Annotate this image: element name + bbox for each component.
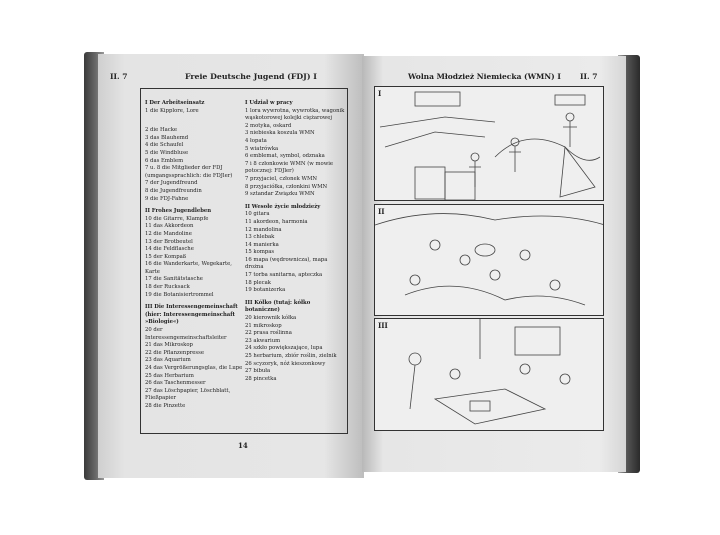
illustration-panel-work: I bbox=[374, 86, 604, 201]
section-heading: I Der Arbeitseinsatz bbox=[145, 100, 205, 106]
vocabulary-entry: 16 mapa (wędrownicza), mapa drożna bbox=[245, 256, 330, 271]
section-heading: III Die Interessengemeinschaft (hier: In… bbox=[145, 304, 240, 326]
section-heading: II Frohes Jugendleben bbox=[145, 208, 212, 215]
vocabulary-entry: 11 das Akkordeon bbox=[145, 223, 194, 230]
vocabulary-entry: 1 die Kipplore, Lore bbox=[145, 107, 199, 114]
vocabulary-entry: 9 die FDJ-Fahne bbox=[145, 195, 189, 202]
section-heading: III Kółko (tutaj: kółko botaniczne) bbox=[245, 299, 313, 314]
vocabulary-entry: 21 mikroskop bbox=[245, 322, 282, 329]
vocabulary-entry: 7 der Jugendfreund bbox=[145, 180, 198, 187]
vocabulary-entry: 7 przyjaciel, członek WMN bbox=[245, 175, 318, 182]
vocabulary-entry: 26 das Taschenmesser bbox=[145, 380, 206, 387]
vocabulary-entry: 19 botanizerka bbox=[245, 287, 286, 294]
vocabulary-entry: 17 die Sanitätstasche bbox=[145, 276, 203, 283]
panel-label: III bbox=[378, 321, 388, 330]
vocabulary-entry: 21 das Mikroskop bbox=[145, 342, 193, 349]
vocabulary-entry: 13 der Brotbeutel bbox=[145, 238, 193, 245]
left-chapter-number: II. 7 bbox=[110, 72, 128, 81]
vocabulary-entry: 7 u. 8 die Mitglieder der FDJ (umgangssp… bbox=[145, 165, 233, 179]
vocabulary-entry: 17 torba sanitarna, apteczka bbox=[245, 272, 323, 279]
right-page-title: Wolna Młodzież Niemiecka (WMN) I bbox=[408, 72, 561, 81]
page-number: 14 bbox=[238, 441, 248, 450]
vocabulary-entry: 7 i 8 członkowie WMN (w mowie potocznej:… bbox=[245, 160, 335, 175]
vocabulary-entry: 12 die Mandoline bbox=[145, 230, 192, 237]
panel-label: II bbox=[378, 207, 385, 216]
vocabulary-entry: 4 die Schaufel bbox=[145, 142, 184, 149]
vocabulary-entry: 2 motyka, oskard bbox=[245, 122, 292, 129]
section-heading: II Wesołe życie młodzieży bbox=[245, 203, 321, 210]
vocabulary-entry: 6 emblemat, symbol, odznaka bbox=[245, 153, 325, 160]
left-page bbox=[98, 54, 364, 478]
vocabulary-entry: 22 die Pflanzenpresse bbox=[145, 349, 204, 356]
right-chapter-number: II. 7 bbox=[580, 72, 598, 81]
vocabulary-entry: 22 prasa roślinna bbox=[245, 330, 292, 337]
vocabulary-entry: 9 sztandar Związku WMN bbox=[245, 191, 315, 198]
vocabulary-entry: 15 kompas bbox=[245, 249, 275, 256]
vocabulary-entry: 12 mandolina bbox=[245, 226, 282, 233]
vocabulary-entry: 10 gitara bbox=[245, 211, 270, 218]
vocabulary-entry: 16 die Wanderkarte, Wegekarte, Karte bbox=[145, 261, 234, 275]
vocabulary-entry: 6 das Emblem bbox=[145, 157, 184, 164]
vocabulary-entry: 4 łopata bbox=[245, 137, 267, 144]
vocabulary-entry: 20 kierownik kółka bbox=[245, 315, 297, 322]
vocabulary-entry: 26 scyzoryk, nóż kieszonkowy bbox=[245, 360, 326, 367]
vocabulary-entry: 5 wiatrówka bbox=[245, 145, 279, 152]
vocabulary-entry: 15 der Kompaß bbox=[145, 253, 187, 260]
vocabulary-entry: 25 herbarium, zbiór roślin, zielnik bbox=[245, 353, 337, 359]
panel-label: I bbox=[378, 89, 382, 98]
vocabulary-entry: 18 der Rucksack bbox=[145, 284, 190, 291]
vocabulary-entry: 24 das Vergrößerungsglas, die Lupe bbox=[145, 365, 243, 371]
vocabulary-entry: 23 akwarium bbox=[245, 337, 281, 344]
vocabulary-entry: 2 die Hacke bbox=[145, 127, 178, 134]
vocabulary-entry: 28 die Pinzette bbox=[145, 402, 186, 409]
vocabulary-entry: 13 chlebak bbox=[245, 234, 275, 241]
vocabulary-entry: 27 bibuła bbox=[245, 368, 271, 375]
vocabulary-entry: 10 die Gitarre, Klampfe bbox=[145, 215, 209, 222]
vocabulary-entry: 19 die Botanisiertrommel bbox=[145, 291, 214, 298]
section-heading: I Udział w pracy bbox=[245, 100, 293, 106]
left-page-title: Freie Deutsche Jugend (FDJ) I bbox=[185, 72, 317, 81]
vocabulary-entry: 5 die Windbluse bbox=[145, 149, 189, 156]
vocabulary-entry: 27 das Löschpapier, Löschblatt, Fließpap… bbox=[145, 387, 232, 402]
vocabulary-entry: 14 manierka bbox=[245, 241, 279, 248]
vocabulary-entry: 11 akordeon, harmonia bbox=[245, 218, 308, 225]
vocabulary-entry: 28 pincetka bbox=[245, 375, 277, 382]
vocabulary-entry: 8 die Jugendfreundin bbox=[145, 187, 202, 194]
vocabulary-entry: 18 plecak bbox=[245, 279, 271, 286]
vocabulary-entry: 23 das Aquarium bbox=[145, 357, 191, 364]
vocabulary-entry: 1 lora wywrotna, wywrotka, wagonik wąsko… bbox=[245, 107, 347, 122]
vocabulary-entry: 24 szkło powiększające, lupa bbox=[245, 345, 323, 352]
vocabulary-entry: 20 der Interessengemeinschaftsleiter bbox=[145, 327, 227, 341]
illustration-panel-study-group: III bbox=[374, 318, 604, 431]
vocabulary-entry: 8 przyjaciółka, członkini WMN bbox=[245, 183, 328, 190]
illustration-panel-youth-life: II bbox=[374, 204, 604, 316]
vocabulary-entry: 3 das Blauhemd bbox=[145, 134, 189, 141]
vocabulary-entry: 3 niebieska koszula WMN bbox=[245, 130, 315, 137]
vocabulary-entry: 14 die Feldflasche bbox=[145, 246, 194, 253]
vocabulary-entry: 25 das Herbarium bbox=[145, 372, 194, 379]
